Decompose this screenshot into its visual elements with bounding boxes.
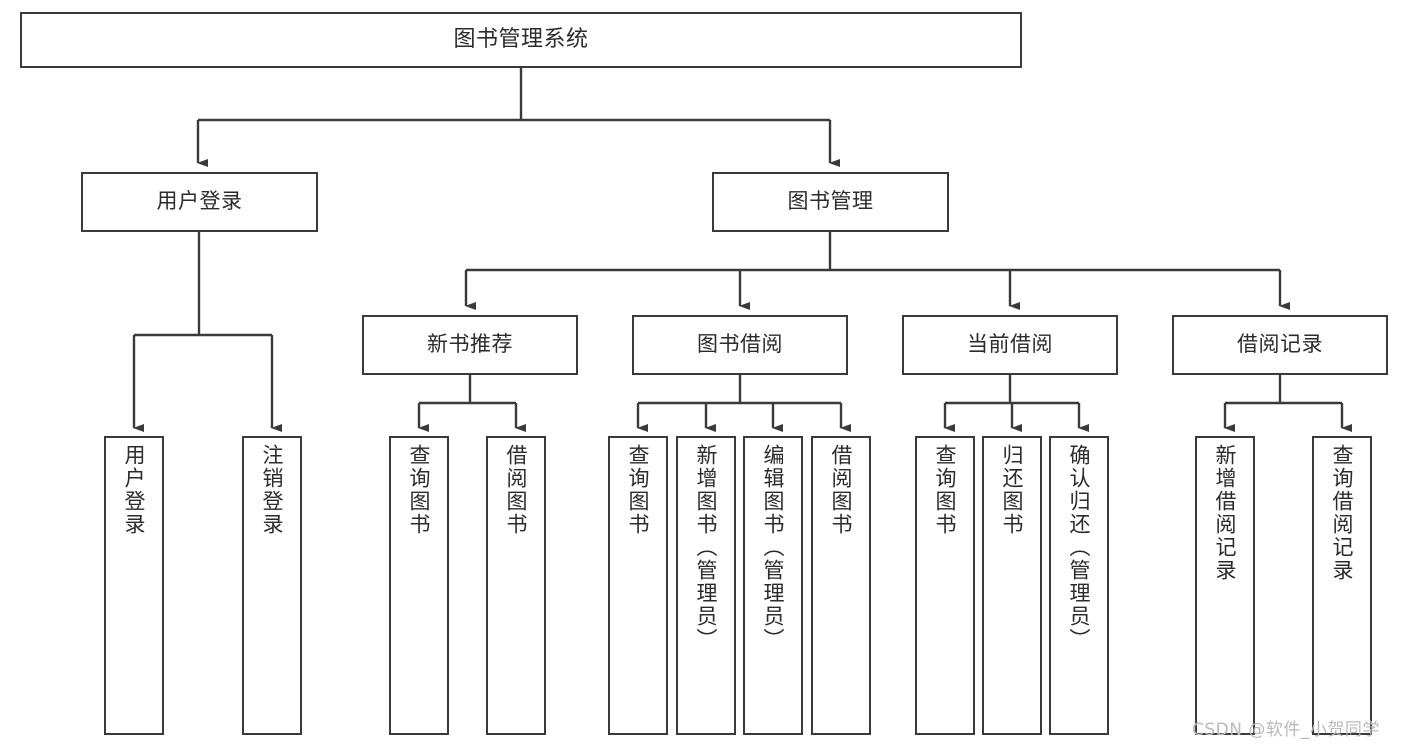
leaf-query-borrow-record[interactable]: 查询借阅记录 [1312,436,1372,735]
leaf-add-borrow-record[interactable]: 新增借阅记录 [1195,436,1255,735]
leaf-query-books-borrowing[interactable]: 查询图书 [608,436,668,735]
leaf-edit-book-admin[interactable]: 编辑图书（管理员） [743,436,803,735]
node-label: 借阅图书 [829,444,854,536]
node-book-borrowing[interactable]: 图书借阅 [632,315,848,375]
leaf-return-books[interactable]: 归还图书 [982,436,1042,735]
leaf-borrow-books-borrowing[interactable]: 借阅图书 [811,436,871,735]
node-label: 新增借阅记录 [1213,444,1238,582]
node-new-book-recommendation[interactable]: 新书推荐 [362,315,578,375]
node-label: 图书管理系统 [453,26,589,52]
node-label: 归还图书 [1000,444,1025,536]
node-label: 当前借阅 [967,332,1053,357]
node-label: 借阅记录 [1237,332,1323,357]
leaf-query-books-recommendation[interactable]: 查询图书 [389,436,449,735]
leaf-user-login[interactable]: 用户登录 [104,436,164,735]
node-label: 编辑图书（管理员） [761,444,786,651]
node-label: 查询图书 [407,444,432,536]
node-label: 借阅图书 [504,444,529,536]
node-label: 用户登录 [122,444,147,536]
node-label: 查询图书 [626,444,651,536]
leaf-logout[interactable]: 注销登录 [242,436,302,735]
node-label: 新书推荐 [427,332,513,357]
node-label: 确认归还（管理员） [1067,444,1092,651]
node-label: 图书管理 [787,189,874,214]
node-label: 新增图书（管理员） [694,444,719,651]
node-label: 查询图书 [933,444,958,536]
node-label: 用户登录 [156,189,243,214]
node-book-management[interactable]: 图书管理 [712,172,949,232]
leaf-borrow-books-recommendation[interactable]: 借阅图书 [486,436,546,735]
leaf-query-books-current[interactable]: 查询图书 [915,436,975,735]
node-label: 查询借阅记录 [1330,444,1355,582]
node-book-management-system[interactable]: 图书管理系统 [20,12,1022,68]
leaf-confirm-return-admin[interactable]: 确认归还（管理员） [1049,436,1109,735]
leaf-add-book-admin[interactable]: 新增图书（管理员） [676,436,736,735]
node-label: 图书借阅 [697,332,783,357]
node-label: 注销登录 [260,444,285,536]
node-current-borrowing[interactable]: 当前借阅 [902,315,1118,375]
node-user-login[interactable]: 用户登录 [81,172,318,232]
node-borrowing-record[interactable]: 借阅记录 [1172,315,1388,375]
